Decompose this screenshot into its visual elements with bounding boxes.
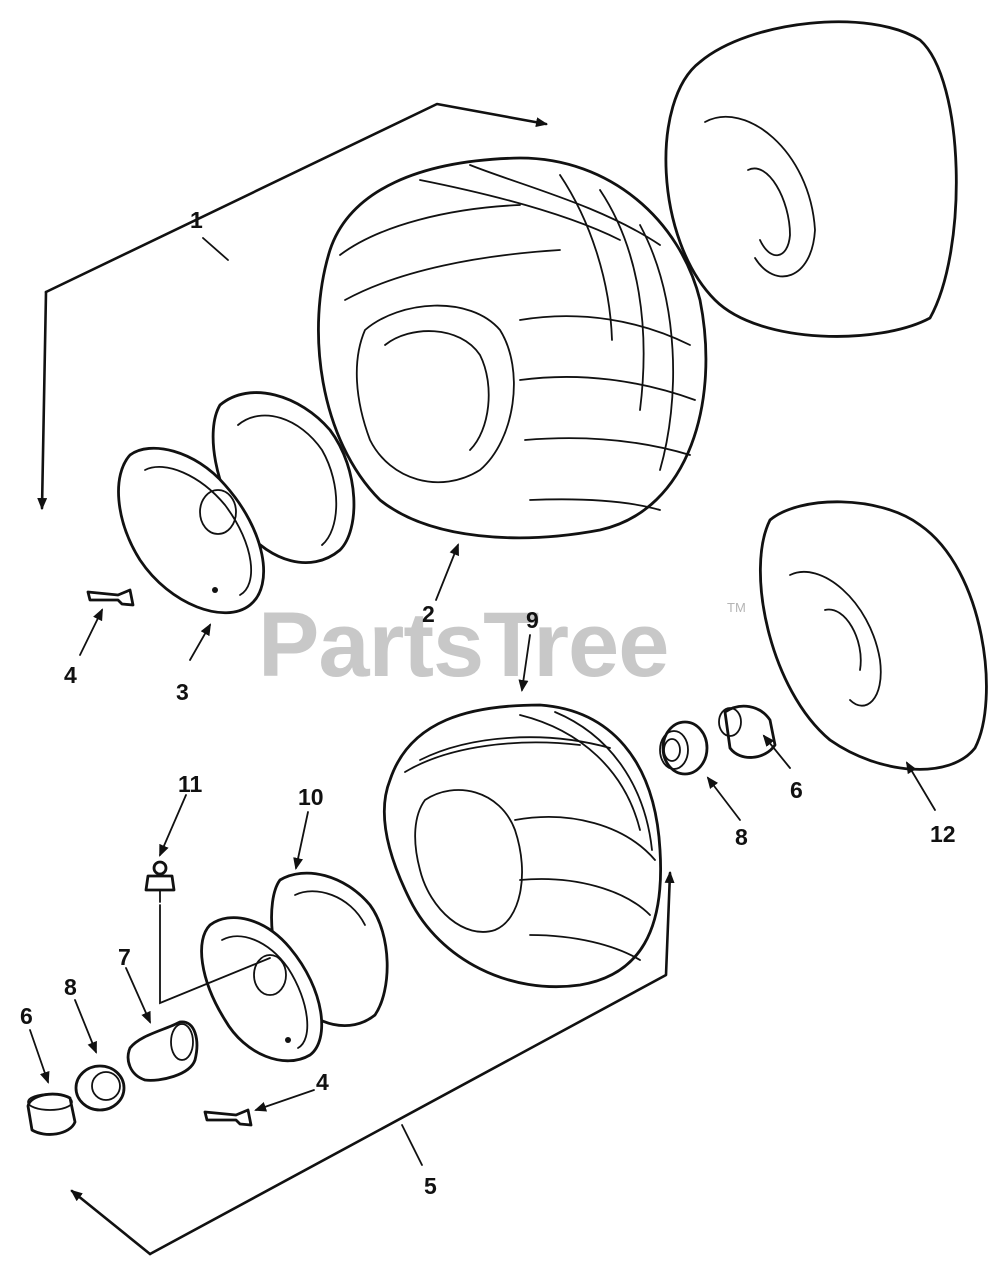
tire-part-9 bbox=[382, 703, 663, 989]
bushing-part-6-left bbox=[26, 1092, 77, 1136]
valve-stem-part-4-upper bbox=[86, 588, 135, 607]
bushing-part-6-right bbox=[718, 704, 777, 759]
callout-12: 12 bbox=[930, 821, 956, 847]
callout-9: 9 bbox=[526, 607, 539, 633]
wheel-rim-part-3 bbox=[117, 391, 356, 615]
callout-5: 5 bbox=[424, 1173, 437, 1199]
watermark: PartsTree TM bbox=[258, 594, 746, 696]
tire-part-12-upper bbox=[664, 20, 958, 338]
bushing-part-8-left bbox=[74, 1064, 126, 1112]
callout-6-left: 6 bbox=[20, 1003, 33, 1029]
bracket-upper-assembly bbox=[37, 102, 548, 510]
callout-11: 11 bbox=[178, 771, 203, 797]
leader-arrows bbox=[29, 543, 936, 1112]
callout-6-right: 6 bbox=[790, 777, 803, 803]
callout-7: 7 bbox=[118, 944, 131, 970]
callout-10: 10 bbox=[298, 784, 324, 810]
grease-fitting-part-11 bbox=[144, 860, 271, 1005]
tire-part-2 bbox=[317, 156, 708, 540]
spacer-part-7 bbox=[126, 1020, 199, 1082]
bushing-part-8-right bbox=[659, 720, 709, 776]
watermark-text: PartsTree bbox=[258, 594, 668, 696]
callout-8-right: 8 bbox=[735, 824, 748, 850]
tire-part-12-lower bbox=[759, 500, 988, 771]
callout-8-left: 8 bbox=[64, 974, 77, 1000]
callout-1: 1 bbox=[190, 207, 203, 233]
wheel-rim-part-10 bbox=[200, 871, 389, 1063]
callout-3: 3 bbox=[176, 679, 189, 705]
callout-4-lower: 4 bbox=[316, 1069, 329, 1095]
watermark-trademark: TM bbox=[727, 600, 746, 615]
bracket-lower-assembly bbox=[70, 871, 675, 1256]
valve-stem-part-4-lower bbox=[203, 1108, 253, 1127]
callout-2: 2 bbox=[422, 601, 435, 627]
callout-labels: 1 2 3 4 9 8 6 12 11 10 7 8 6 4 5 bbox=[20, 207, 956, 1199]
callout-4-upper: 4 bbox=[64, 662, 77, 688]
